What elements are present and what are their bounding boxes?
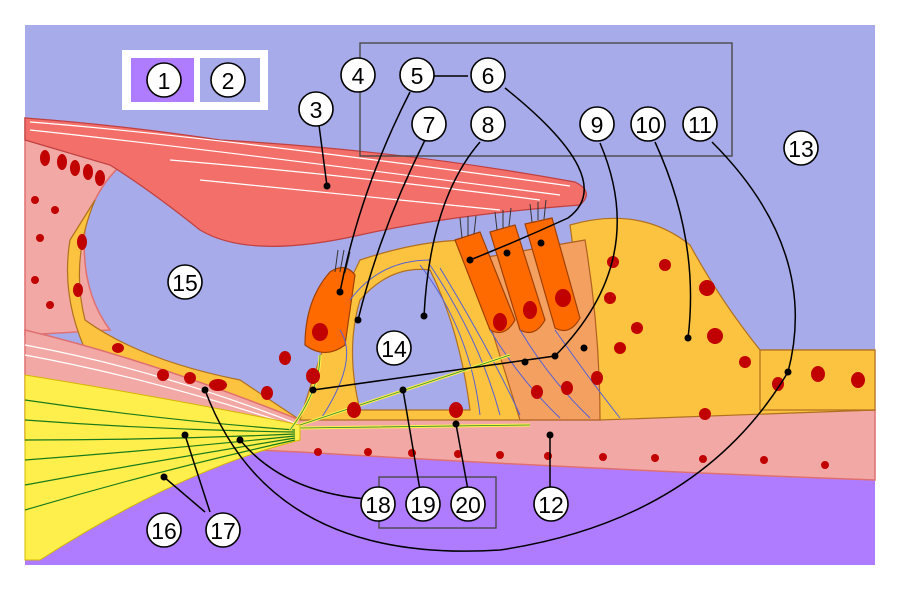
svg-text:13: 13	[788, 136, 814, 162]
svg-text:12: 12	[538, 492, 564, 518]
svg-text:11: 11	[688, 112, 712, 138]
label-18: 18	[360, 486, 396, 522]
label-6: 6	[470, 57, 506, 93]
svg-text:1: 1	[158, 68, 171, 94]
label-10: 10	[630, 106, 666, 142]
label-14: 14	[376, 330, 412, 366]
nerve-fiber-lines	[24, 399, 296, 511]
label-2: 2	[210, 62, 246, 98]
label-19: 19	[405, 486, 441, 522]
inner-hair-cell-stereocilia	[334, 249, 351, 274]
leader-dots	[160, 182, 792, 481]
label-8: 8	[470, 106, 506, 142]
svg-text:8: 8	[482, 112, 495, 138]
svg-text:10: 10	[635, 112, 661, 138]
tectorial-fibers	[29, 121, 571, 211]
svg-text:15: 15	[172, 270, 198, 296]
label-4: 4	[340, 57, 376, 93]
label-3: 3	[298, 91, 334, 127]
label-11: 11	[682, 106, 718, 142]
svg-text:16: 16	[151, 518, 177, 544]
leader-lines	[163, 75, 797, 552]
label-12: 12	[533, 486, 569, 522]
tunnel-of-corti	[351, 268, 471, 411]
svg-text:17: 17	[210, 518, 236, 544]
label-5: 5	[399, 57, 435, 93]
label-9: 9	[579, 106, 615, 142]
label-15: 15	[167, 264, 203, 300]
svg-text:4: 4	[352, 63, 365, 89]
label-17: 17	[205, 512, 241, 548]
outer-hair-cell-stereocilia	[459, 199, 547, 239]
label-7: 7	[411, 106, 447, 142]
svg-text:3: 3	[310, 97, 323, 123]
svg-text:14: 14	[381, 336, 407, 362]
svg-text:5: 5	[411, 63, 424, 89]
svg-text:20: 20	[455, 492, 481, 518]
cell-nuclei	[31, 150, 865, 469]
svg-text:7: 7	[423, 112, 436, 138]
label-1: 1	[146, 62, 182, 98]
svg-text:9: 9	[591, 112, 604, 138]
svg-text:2: 2	[222, 68, 235, 94]
label-20: 20	[450, 486, 486, 522]
svg-text:18: 18	[365, 492, 391, 518]
svg-text:6: 6	[482, 63, 495, 89]
top-label-group-box	[359, 42, 733, 157]
label-16: 16	[146, 512, 182, 548]
nerve-fibers-blue	[319, 259, 621, 421]
label-13: 13	[783, 130, 819, 166]
svg-text:19: 19	[410, 492, 436, 518]
nerve-fiber-bundle	[24, 374, 301, 561]
